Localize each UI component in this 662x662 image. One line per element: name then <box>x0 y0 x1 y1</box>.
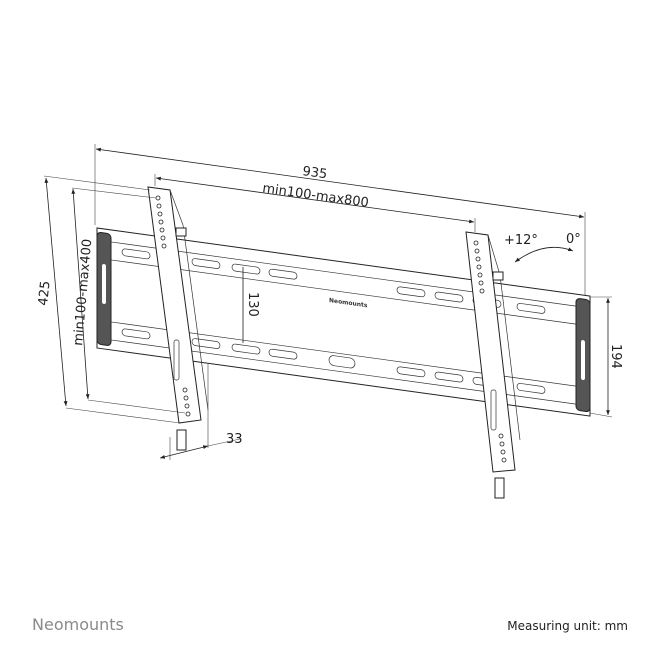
plate-height-label: 194 <box>608 344 623 369</box>
safety-lock <box>494 477 505 499</box>
overall-height-label: 425 <box>36 280 54 306</box>
dimension-lines <box>43 144 613 460</box>
tilt-arrow <box>514 246 574 263</box>
tilt-min-label: 0° <box>566 232 581 247</box>
hole-pattern-width-label: min100-max800 <box>261 181 369 211</box>
right-tv-bracket <box>465 231 521 499</box>
tilt-max-label: +12° <box>504 233 538 248</box>
wall-distance-label: 33 <box>226 432 243 447</box>
overall-width-label: 935 <box>301 164 328 182</box>
rail-spacing-label: 130 <box>245 292 260 317</box>
hole-pattern-height-label: min100-max400 <box>71 238 95 346</box>
safety-lock <box>176 429 187 451</box>
measuring-unit-note: Measuring unit: mm <box>507 619 628 633</box>
brand-logo: Neomounts <box>32 615 124 634</box>
